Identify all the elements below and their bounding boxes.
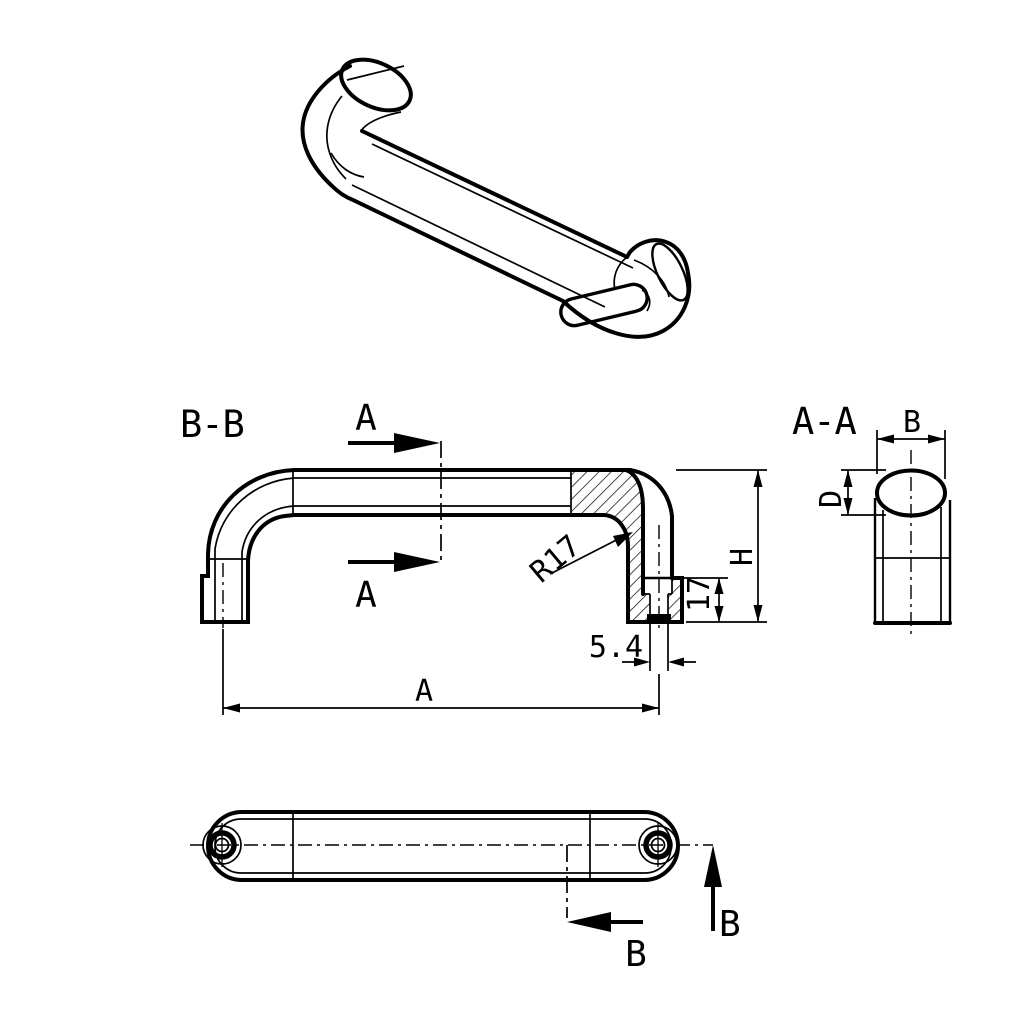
dim-b-arrow-left (877, 434, 894, 444)
r17-arrowhead (613, 532, 633, 547)
iso-slot (559, 282, 649, 328)
isometric-view (300, 57, 692, 339)
iso-cap-contour (633, 259, 670, 298)
cut-label-a-top: A (355, 398, 377, 439)
dim-17-arrow-bottom (714, 606, 724, 622)
counterbore-lines (643, 578, 673, 622)
inner-bend-r17 (602, 513, 630, 548)
dim-h-arrow-bottom (753, 605, 763, 622)
r17-label: R17 (524, 528, 588, 590)
cutting-plane-b: B B (566, 845, 741, 975)
right-cut-boundary (624, 468, 645, 596)
iso-end-face (339, 57, 413, 113)
screw-hole-right (638, 823, 678, 867)
iso-bend-inner-line (326, 95, 347, 180)
dim-overall-height: H (676, 469, 767, 623)
left-bend-contour-1 (214, 477, 295, 559)
dim-h-arrow-top (753, 470, 763, 487)
dim-grip-width: B (876, 405, 946, 479)
cut-arrow-a-bottom-head (394, 552, 440, 572)
cut-label-a-bottom: A (355, 575, 377, 616)
dim-grip-depth: D (814, 469, 886, 516)
cut-label-b-right: B (719, 904, 741, 945)
dim-a-arrow-right (642, 703, 659, 713)
iso-cap-transition (613, 256, 628, 291)
dim-17-label: 17 (682, 576, 717, 612)
dim-foot-height: 17 (682, 576, 728, 622)
cutting-plane-a: A A (348, 398, 442, 616)
section-hatch-area (571, 470, 682, 622)
dim-b-label: B (903, 405, 921, 440)
bottom-view: B B (190, 810, 741, 975)
iso-slot-counterbore (641, 289, 651, 312)
bottom-inner-contour (214, 818, 672, 874)
dim-a-label: A (415, 674, 433, 709)
dim-hole-spacing: A (222, 629, 660, 715)
front-section-view: B-B A A (180, 398, 767, 715)
dim-5-4-label: 5.4 (589, 630, 643, 665)
dim-b-arrow-right (928, 434, 945, 444)
dim-a-arrow-left (223, 703, 240, 713)
iso-end-face-chord (346, 65, 405, 81)
cut-arrow-b-left-head (567, 912, 611, 932)
dim-5-4-arrow-right (668, 657, 684, 667)
left-bend-contour-2 (241, 505, 295, 559)
dim-hole-width: 5.4 (589, 624, 696, 671)
cut-arrow-a-top-head (394, 433, 440, 453)
dim-bend-radius: R17 (524, 528, 633, 590)
dim-d-arrow-top (843, 470, 853, 487)
iso-heel-line (330, 152, 365, 178)
iso-outline (300, 64, 692, 339)
view-label-aa: A-A (792, 400, 857, 443)
cut-label-b-left: B (625, 934, 647, 975)
dim-5-4-arrow-left (634, 657, 650, 667)
dim-d-label: D (814, 490, 849, 508)
dim-d-arrow-bottom (843, 498, 853, 515)
right-outer-silhouette (628, 468, 674, 580)
iso-grip-contour-1 (371, 143, 634, 269)
side-section-view: A-A B D (792, 400, 952, 634)
left-leg-outline (200, 468, 296, 624)
iso-grip-top-edge (360, 129, 629, 259)
dim-h-label: H (725, 548, 760, 566)
screw-hole-left (202, 823, 242, 867)
dim-17-arrow-top (714, 578, 724, 594)
bottom-outline (206, 810, 680, 882)
view-label-bb: B-B (180, 403, 244, 446)
cut-arrow-b-up-head (704, 845, 722, 887)
dim-5-4-ext-lines (649, 624, 669, 671)
iso-grip-contour-2 (351, 184, 606, 308)
iso-bend-transition (360, 111, 402, 132)
